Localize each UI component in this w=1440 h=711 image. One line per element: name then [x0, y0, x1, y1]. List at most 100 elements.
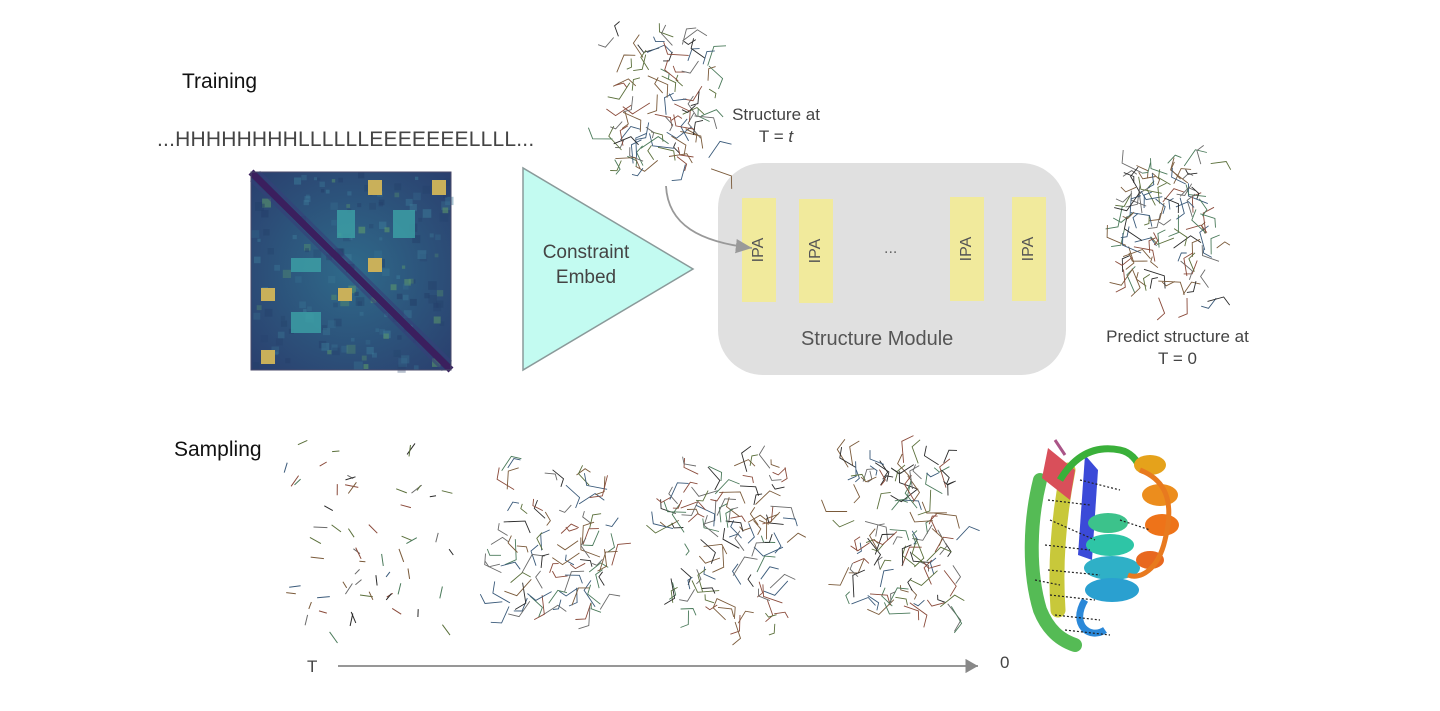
wire-segment	[742, 474, 754, 483]
heatmap-cell	[408, 278, 414, 284]
wire-segment	[353, 548, 361, 555]
wire-segment	[903, 605, 920, 621]
wire-segment	[1202, 247, 1213, 258]
heatmap-cell	[305, 248, 309, 253]
wire-segment	[1121, 149, 1142, 174]
constraint-embed-line1: Constraint	[542, 242, 630, 263]
sampling-structure-4	[821, 435, 980, 634]
ipa-block-2	[799, 199, 833, 303]
wire-segment	[684, 543, 690, 556]
wire-segment	[1130, 268, 1141, 297]
wire-segment	[1199, 225, 1209, 251]
wire-segment	[1150, 256, 1159, 269]
wire-segment	[1183, 149, 1208, 167]
wire-segment	[626, 58, 632, 70]
heatmap-cell	[346, 204, 351, 208]
wire-segment	[674, 103, 691, 122]
heatmap-cell	[409, 298, 417, 306]
wire-segment	[677, 146, 694, 158]
wire-segment	[725, 508, 734, 528]
wire-segment	[582, 530, 600, 546]
heatmap-cell	[253, 312, 261, 320]
heatmap-cell	[442, 207, 449, 214]
wire-segment	[611, 542, 631, 566]
wire-segment	[510, 571, 531, 583]
wire-segment	[1173, 168, 1192, 184]
wire-segment	[681, 500, 699, 516]
wire-segment	[1143, 268, 1166, 289]
wire-segment	[396, 488, 407, 494]
wire-segment	[768, 474, 782, 481]
heatmap-cell	[411, 279, 416, 284]
wire-segment	[355, 579, 362, 586]
wire-segment	[943, 570, 957, 597]
heatmap-cell	[325, 189, 330, 194]
wire-segment	[879, 469, 886, 486]
wire-segment	[681, 27, 697, 45]
wire-segment	[313, 526, 328, 529]
wire-segment	[578, 607, 591, 630]
structure-at-t-line2: T = t	[718, 126, 834, 148]
heatmap-cell	[307, 306, 312, 312]
wire-segment	[903, 475, 915, 502]
heatmap-cell	[445, 196, 454, 206]
wire-segment	[520, 503, 528, 515]
wire-segment	[607, 533, 616, 553]
wire-segment	[635, 132, 647, 158]
wire-segment	[649, 133, 674, 149]
wire-segment	[1130, 212, 1153, 227]
wire-segment	[700, 539, 716, 564]
wire-segment	[416, 485, 422, 491]
heatmap-cell	[262, 198, 271, 208]
wire-segment	[708, 65, 724, 90]
wire-segment	[919, 561, 930, 572]
wire-segment	[770, 505, 796, 520]
input-curve-arrow	[665, 185, 753, 254]
wire-segment	[937, 529, 948, 555]
wire-segment	[894, 478, 912, 502]
heatmap-cell	[277, 331, 285, 339]
predict-line2: T = 0	[1158, 349, 1197, 368]
wire-segment	[331, 524, 342, 533]
heatmap-cell	[340, 297, 350, 307]
wire-segment	[1183, 252, 1194, 277]
wire-segment	[532, 498, 544, 512]
heatmap-cell	[378, 202, 383, 207]
wire-segment	[725, 497, 740, 517]
heatmap-cell	[424, 293, 430, 299]
wire-segment	[564, 570, 585, 592]
wire-segment	[899, 585, 909, 593]
wire-segment	[1144, 215, 1150, 226]
wire-segment	[681, 60, 699, 74]
wire-segment	[853, 557, 870, 564]
wire-segment	[583, 473, 608, 490]
wire-segment	[853, 484, 861, 504]
wire-segment	[506, 467, 519, 490]
wire-segment	[691, 486, 718, 497]
heatmap-cell	[428, 295, 437, 304]
wire-segment	[847, 461, 857, 481]
wire-segment	[1155, 198, 1166, 214]
heatmap-cell	[323, 328, 331, 336]
wire-segment	[1138, 176, 1162, 194]
heatmap-cell	[436, 300, 444, 308]
heatmap-cell	[327, 320, 336, 329]
wire-segment	[1201, 245, 1220, 262]
heatmap-cell	[280, 320, 288, 327]
wire-segment	[1185, 184, 1207, 197]
wire-segment	[702, 518, 720, 532]
wire-segment	[1123, 216, 1143, 241]
heatmap-cell	[372, 352, 377, 358]
heatmap-cell	[313, 249, 322, 258]
wire-segment	[435, 532, 439, 543]
wire-segment	[500, 561, 521, 570]
wire-segment	[527, 591, 552, 601]
wire-segment	[1167, 154, 1182, 164]
wire-segment	[925, 472, 943, 494]
wire-segment	[1173, 228, 1188, 247]
wire-segment	[1151, 172, 1161, 186]
wire-segment	[653, 36, 665, 43]
heatmap-cell	[390, 284, 397, 291]
wire-segment	[714, 479, 740, 495]
wire-segment	[544, 511, 551, 526]
